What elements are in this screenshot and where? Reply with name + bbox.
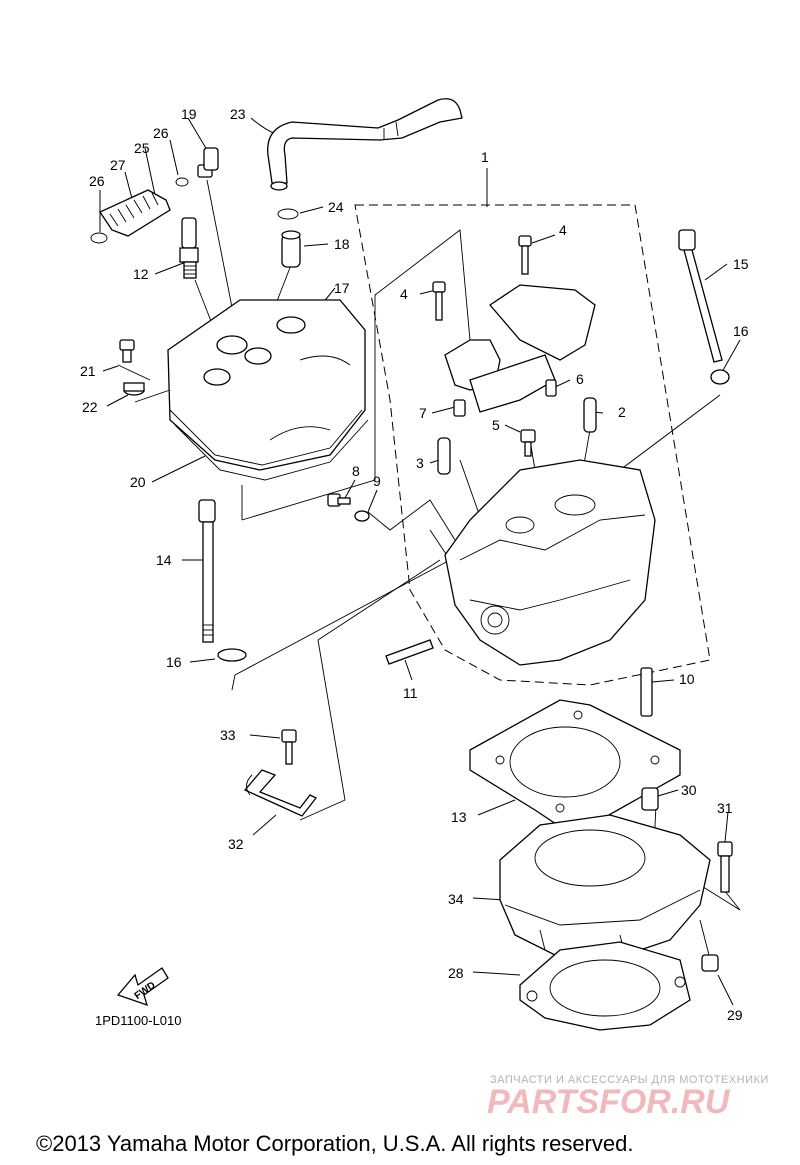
callout-12: 12 bbox=[133, 266, 149, 282]
callout-24: 24 bbox=[328, 199, 344, 215]
bolt-5 bbox=[520, 429, 536, 457]
callout-14: 14 bbox=[156, 552, 172, 568]
cap-bolt-a bbox=[518, 235, 532, 275]
dowel-pin-7 bbox=[453, 399, 466, 417]
cylinder-head-cover bbox=[167, 299, 369, 481]
callout-25: 25 bbox=[134, 140, 150, 156]
washer-9 bbox=[354, 510, 370, 522]
breather-hose bbox=[267, 98, 463, 191]
washer-right bbox=[710, 369, 730, 385]
callout-16b: 16 bbox=[166, 654, 182, 670]
dowel-30 bbox=[641, 787, 659, 811]
cylinder-head bbox=[444, 459, 656, 666]
callout-5: 5 bbox=[492, 417, 500, 433]
copyright: ©2013 Yamaha Motor Corporation, U.S.A. A… bbox=[36, 1131, 633, 1156]
callout-13: 13 bbox=[451, 809, 467, 825]
cylinder-head-gasket bbox=[469, 699, 681, 831]
callout-11: 11 bbox=[403, 685, 418, 701]
nut-29 bbox=[701, 954, 719, 972]
breather-elbow bbox=[197, 147, 219, 178]
long-bolt-left bbox=[198, 499, 216, 643]
cover-bolt bbox=[119, 339, 135, 363]
long-bolt-right bbox=[678, 229, 723, 363]
cylinder bbox=[499, 814, 711, 961]
camshaft-caps bbox=[444, 284, 596, 413]
callout-9: 9 bbox=[373, 473, 381, 489]
callout-2: 2 bbox=[618, 404, 626, 420]
callout-16a: 16 bbox=[733, 323, 749, 339]
callout-23: 23 bbox=[230, 106, 246, 122]
cap-bolt-b bbox=[432, 281, 446, 321]
callout-29: 29 bbox=[727, 1007, 743, 1023]
stud-10 bbox=[640, 667, 653, 717]
callout-22: 22 bbox=[82, 399, 98, 415]
washer-left bbox=[217, 648, 247, 662]
cover-grommet bbox=[123, 382, 145, 396]
watermark-brand: PARTSFOR.RU bbox=[487, 1083, 731, 1121]
callout-4a: 4 bbox=[559, 222, 567, 238]
callout-18: 18 bbox=[334, 236, 350, 252]
breather-fitting bbox=[281, 230, 301, 268]
spark-plug bbox=[179, 217, 199, 279]
callout-34: 34 bbox=[448, 891, 464, 907]
callout-17: 17 bbox=[334, 280, 350, 296]
callout-27: 27 bbox=[110, 157, 126, 173]
callout-33: 33 bbox=[220, 727, 236, 743]
callout-8: 8 bbox=[352, 463, 360, 479]
dowel-pin-6 bbox=[545, 379, 557, 397]
callout-26a: 26 bbox=[153, 125, 169, 141]
stud-11 bbox=[385, 639, 434, 665]
callout-7: 7 bbox=[419, 405, 427, 421]
callout-1: 1 bbox=[481, 149, 489, 165]
callout-6: 6 bbox=[576, 371, 584, 387]
callout-19: 19 bbox=[181, 106, 197, 122]
cylinder-base-gasket bbox=[519, 941, 691, 1031]
callout-10: 10 bbox=[679, 671, 695, 687]
callout-15: 15 bbox=[733, 256, 749, 272]
hose-clip bbox=[277, 208, 299, 220]
hose-clamp-32 bbox=[243, 769, 317, 817]
diagram-code: 1PD1100-L010 bbox=[95, 1013, 182, 1028]
callout-20: 20 bbox=[130, 474, 146, 490]
callout-30: 30 bbox=[681, 782, 697, 798]
callout-labels: 1 2 3 4 4 5 6 7 8 9 10 11 12 13 14 15 16… bbox=[80, 106, 749, 1023]
forward-arrow-icon: FWD bbox=[116, 967, 169, 1007]
callout-4b: 4 bbox=[400, 286, 408, 302]
callout-21: 21 bbox=[80, 363, 96, 379]
guide-3 bbox=[437, 437, 451, 475]
callout-31: 31 bbox=[717, 800, 733, 816]
watermark-tagline: ЗАПЧАСТИ И АКСЕССУАРЫ ДЛЯ МОТОТЕХНИКИ bbox=[490, 1074, 769, 1086]
head-assembly-outline bbox=[354, 204, 711, 686]
plug-cap-boot bbox=[90, 177, 189, 244]
bolt-33 bbox=[281, 729, 297, 765]
watermark: ЗАПЧАСТИ И АКСЕССУАРЫ ДЛЯ МОТОТЕХНИКИ PA… bbox=[487, 1074, 769, 1121]
bolt-8 bbox=[327, 493, 351, 507]
callout-28: 28 bbox=[448, 965, 464, 981]
callout-32: 32 bbox=[228, 836, 244, 852]
guide-2 bbox=[583, 397, 597, 433]
bolt-31 bbox=[717, 841, 733, 893]
callout-3: 3 bbox=[416, 455, 424, 471]
callout-26b: 26 bbox=[89, 173, 105, 189]
